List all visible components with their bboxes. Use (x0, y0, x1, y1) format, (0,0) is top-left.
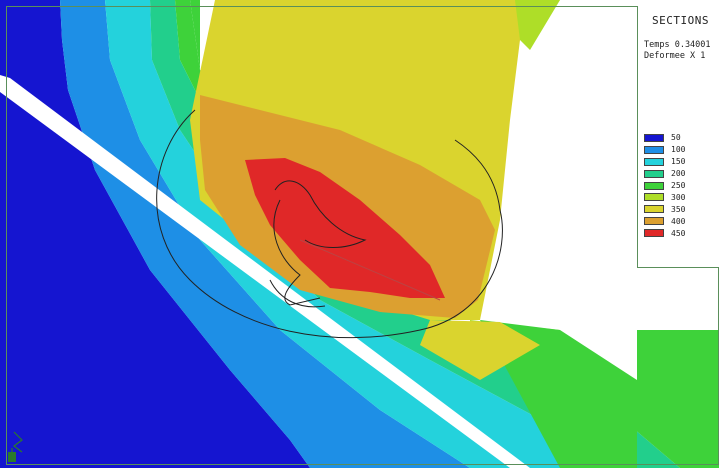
plate-right-yellow (420, 320, 540, 380)
legend-value: 300 (671, 192, 686, 202)
legend-swatch (644, 229, 664, 238)
legend-value: 350 (671, 204, 686, 214)
legend-swatch (644, 145, 664, 154)
band-450 (245, 158, 445, 298)
legend-value: 100 (671, 145, 686, 155)
legend-value: 250 (671, 181, 686, 190)
outline-inner-3 (269, 279, 326, 308)
band-250-left (175, 0, 230, 120)
legend-value: 150 (671, 157, 686, 167)
legend-item: 150 (644, 156, 685, 168)
legend-value: 400 (671, 216, 686, 226)
legend-swatch (644, 193, 664, 202)
band-100 (60, 0, 470, 468)
outline-inner-2 (274, 180, 367, 248)
legend-item: 200 (644, 168, 685, 180)
outline-circle (156, 109, 503, 339)
legend-item: 100 (644, 144, 685, 156)
legend-items: 50 100 150 200 250 300 350 400 450 (644, 132, 685, 239)
legend-swatch (644, 205, 664, 214)
legend-swatch (644, 181, 664, 190)
legend-item: 400 (644, 215, 685, 227)
contact-outlines (156, 109, 503, 339)
deformation-label: Deformee X 1 (644, 51, 706, 61)
legend-item: 300 (644, 191, 685, 203)
outline-mesh-line (299, 239, 441, 301)
legend-item: 50 (644, 132, 685, 144)
time-label: Temps 0.34001 (644, 40, 711, 50)
legend-item: 350 (644, 203, 685, 215)
legend-value: 200 (671, 169, 686, 179)
legend-swatch (644, 157, 664, 166)
outline-inner-1 (273, 199, 321, 306)
legend-item: 450 (644, 227, 685, 239)
legend-swatch (644, 133, 664, 142)
legend-value: 450 (671, 228, 686, 238)
crack-gap (0, 75, 530, 468)
band-50 (0, 0, 310, 468)
column-top-right-band (515, 0, 560, 50)
legend-panel: SECTIONS Temps 0.34001 Deformee X 1 50 10… (637, 6, 719, 268)
legend-title: SECTIONS (652, 14, 709, 27)
legend-swatch (644, 169, 664, 178)
legend-item: 250 (644, 180, 685, 192)
legend-value: 50 (671, 133, 681, 143)
legend-swatch (644, 217, 664, 226)
axis-triad-icon (8, 431, 23, 462)
